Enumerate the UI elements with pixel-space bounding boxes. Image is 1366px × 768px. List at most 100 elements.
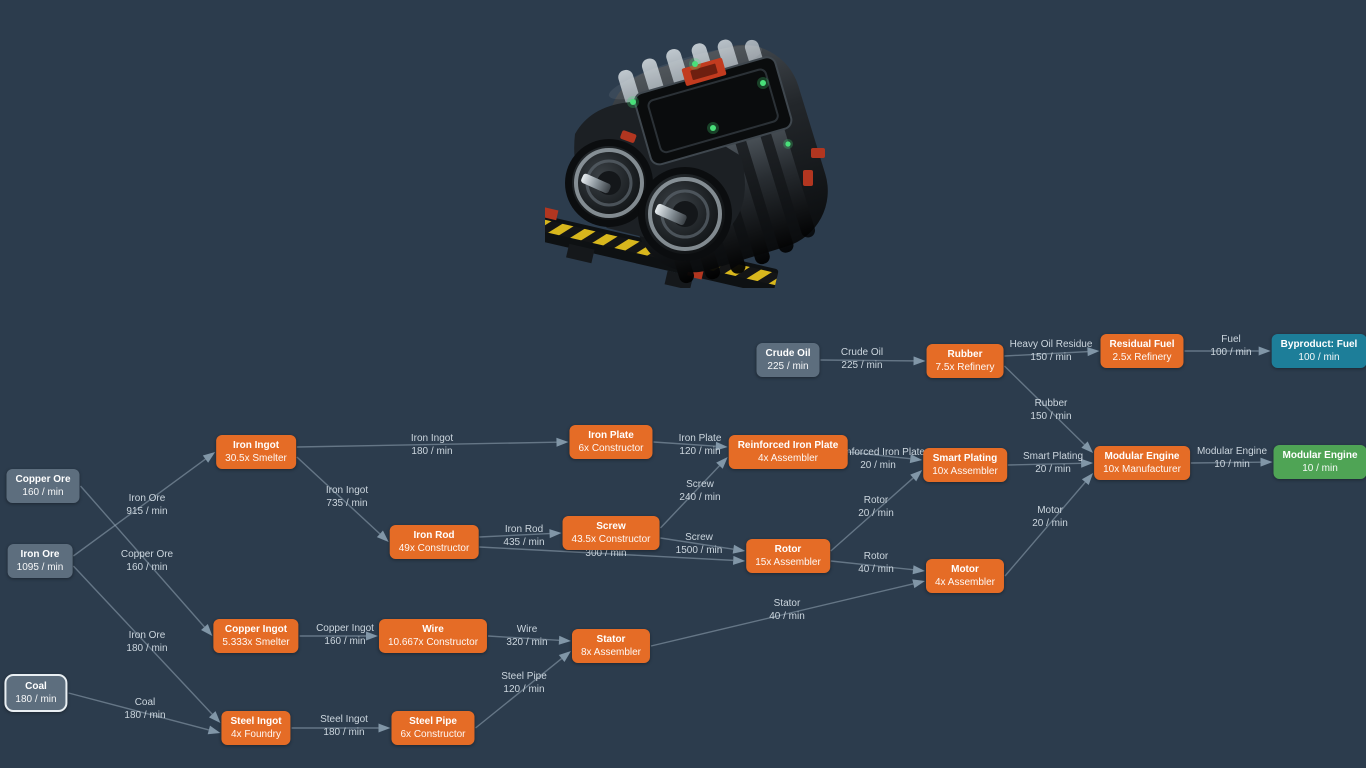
edge-rate: 150 / min — [1030, 352, 1072, 363]
edge-rate: 225 / min — [841, 360, 883, 371]
edge-arrowhead — [378, 723, 391, 733]
node-subtitle: 10x Manufacturer — [1103, 464, 1181, 475]
edge-line — [820, 359, 914, 362]
edge-item-name: Reinforced Iron Plate — [831, 447, 925, 459]
edge-arrowhead — [202, 452, 216, 463]
edge-item-name: Rubber — [1034, 398, 1068, 410]
edge-line — [479, 546, 734, 562]
edge-rate: 180 / min — [124, 710, 166, 721]
edge-line — [296, 456, 381, 535]
edge-rate: 735 / min — [326, 498, 368, 509]
node-title: Steel Ingot — [230, 716, 282, 727]
edge-rate: 435 / min — [503, 537, 545, 548]
edge-arrowhead — [1081, 473, 1094, 486]
node-subtitle: 43.5x Constructor — [571, 534, 651, 545]
edge-arrowhead — [1260, 457, 1273, 467]
edge-arrowhead — [558, 651, 571, 663]
edge-arrowhead — [207, 725, 221, 735]
edge-rate: 20 / min — [1032, 518, 1068, 529]
node-subtitle: 6x Constructor — [400, 729, 466, 740]
edge-item-name: Motor — [1037, 505, 1063, 517]
node-subtitle: 1095 / min — [16, 562, 64, 573]
edge-item-name: Coal — [134, 697, 156, 709]
edge-arrowhead — [365, 631, 378, 641]
edge-rate: 120 / min — [679, 446, 721, 457]
node-title: Stator — [596, 634, 626, 645]
edge-rate: 10 / min — [1214, 459, 1250, 470]
node-title: Residual Fuel — [1109, 339, 1175, 350]
edge-rate: 160 / min — [126, 562, 168, 573]
edge-item-name: Screw — [685, 532, 713, 544]
edge-rate: 20 / min — [1035, 464, 1071, 475]
node-subtitle: 180 / min — [15, 694, 57, 705]
node-subtitle: 4x Assembler — [934, 577, 996, 588]
node-subtitle: 10.667x Constructor — [387, 637, 479, 648]
edge-arrowhead — [909, 454, 923, 464]
edge-arrowhead — [1080, 458, 1094, 468]
edge-rate: 20 / min — [858, 508, 894, 519]
edge-item-name: Iron Rod — [504, 524, 544, 536]
edge-rate: 20 / min — [860, 460, 896, 471]
edge-item-name: Screw — [686, 479, 714, 491]
edge-item-name: Heavy Oil Residue — [1009, 339, 1093, 351]
edge-line — [475, 657, 563, 729]
edge-item-name: Wire — [516, 624, 538, 636]
edge-item-name: Fuel — [1221, 334, 1241, 346]
edge-arrowhead — [1258, 346, 1271, 356]
edge-line — [660, 537, 734, 550]
edge-arrowhead — [376, 530, 389, 542]
node-title: Copper Ore — [15, 474, 71, 485]
edge-arrowhead — [732, 555, 746, 565]
node-title: Byproduct: Fuel — [1280, 339, 1358, 350]
node-stator[interactable]: Stator 8x Assembler — [571, 629, 651, 663]
edge-arrowhead — [715, 441, 728, 451]
node-subtitle: 49x Constructor — [398, 543, 470, 554]
node-subtitle: 30.5x Smelter — [225, 453, 287, 464]
node-title: Steel Pipe — [409, 716, 457, 727]
edge-item-name: Iron Ore — [128, 493, 166, 505]
node-steel-pipe[interactable]: Steel Pipe 6x Constructor — [391, 711, 475, 745]
edge-rate: 40 / min — [858, 564, 894, 575]
edge-rate: 180 / min — [323, 727, 365, 738]
node-subtitle: 7.5x Refinery — [935, 362, 995, 373]
edge-arrowhead — [1087, 347, 1100, 357]
node-subtitle: 8x Assembler — [580, 647, 642, 658]
edge-item-name: Steel Pipe — [501, 671, 547, 683]
edge-line — [1003, 365, 1086, 446]
edge-arrowhead — [208, 711, 221, 723]
edge-rate: 100 / min — [1210, 347, 1252, 358]
